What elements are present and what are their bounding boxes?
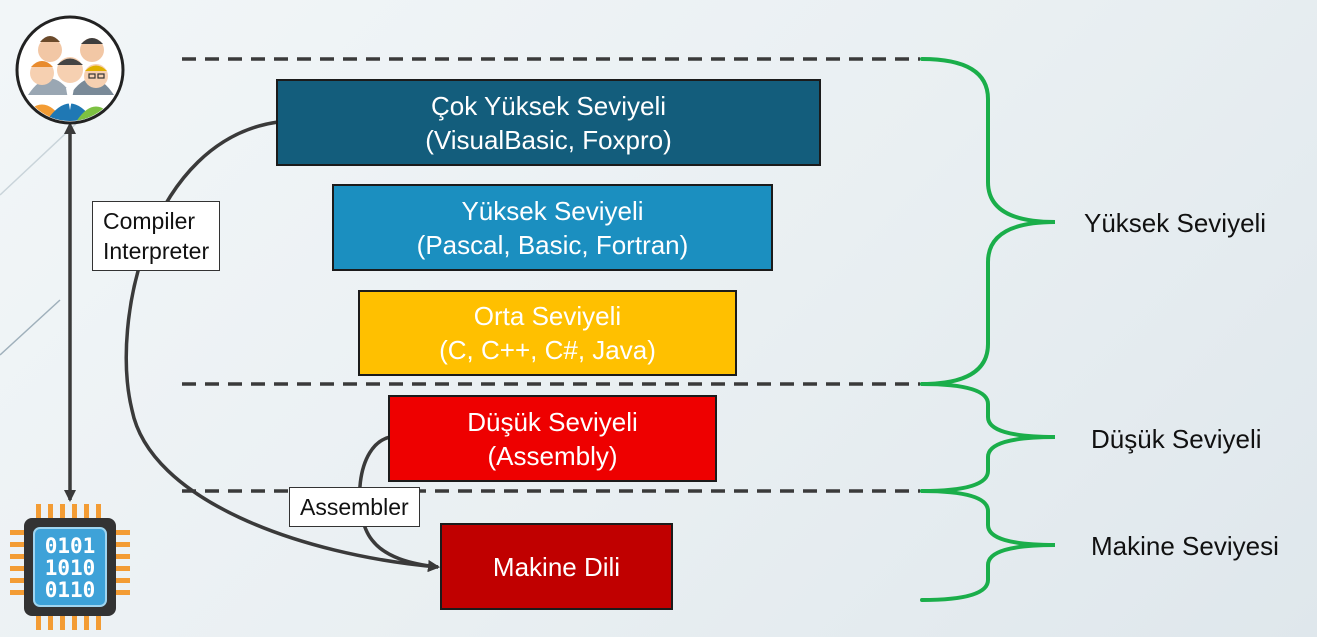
category-brackets [920, 57, 1056, 602]
users-group-icon [15, 15, 125, 125]
chip-row-1: 0101 [45, 534, 96, 558]
category-high-label: Yüksek Seviyeli [1084, 208, 1267, 238]
level-very-high-title: Çok Yüksek Seviyeli [430, 90, 667, 121]
level-middle-box: Orta Seviyeli (C, C++, C#, Java) [358, 290, 737, 376]
level-machine-box: Makine Dili [440, 523, 673, 610]
background-decoration [0, 119, 81, 356]
compiler-interpreter-label: Compiler Interpreter [92, 201, 221, 271]
category-machine-label: Makine Seviyesi [1091, 531, 1279, 561]
level-high-box: Yüksek Seviyeli (Pascal, Basic, Fortran) [332, 184, 773, 271]
category-low-label: Düşük Seviyeli [1091, 424, 1262, 454]
binary-chip-icon: 0101 1010 0110 [10, 504, 130, 630]
assembler-arrow [357, 435, 440, 572]
level-high-examples: (Pascal, Basic, Fortran) [416, 229, 689, 260]
chip-row-2: 1010 [45, 556, 96, 580]
bracket-high [920, 57, 1056, 386]
level-very-high-examples: (VisualBasic, Foxpro) [425, 124, 672, 155]
level-middle-examples: (C, C++, C#, Java) [439, 335, 656, 365]
level-high-title: Yüksek Seviyeli [461, 195, 644, 226]
level-low-title: Düşük Seviyeli [467, 406, 638, 437]
level-low-examples: (Assembly) [487, 440, 618, 471]
level-very-high-box: Çok Yüksek Seviyeli (VisualBasic, Foxpro… [276, 79, 821, 166]
compiler-text: Compiler [103, 208, 196, 234]
assembler-text: Assembler [300, 494, 409, 520]
bracket-machine [920, 489, 1056, 602]
level-machine-title: Makine Dili [492, 551, 621, 582]
chip-row-3: 0110 [45, 578, 96, 602]
assembler-label: Assembler [289, 487, 420, 527]
interpreter-text: Interpreter [103, 238, 210, 264]
bracket-low [920, 382, 1056, 493]
level-middle-title: Orta Seviyeli [473, 301, 622, 331]
level-low-box: Düşük Seviyeli (Assembly) [388, 395, 717, 482]
compiler-arrow [124, 120, 440, 573]
